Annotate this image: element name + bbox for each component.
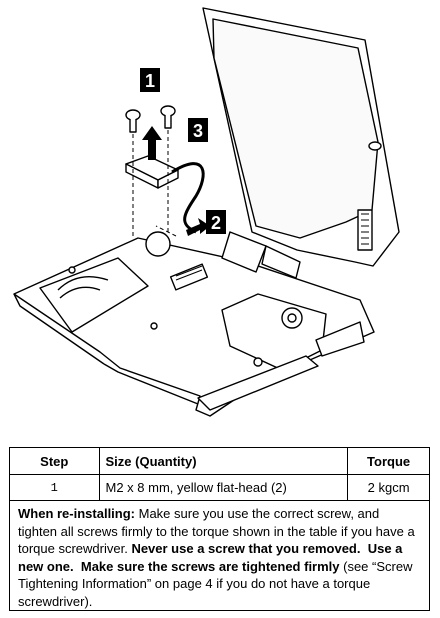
svg-text:2: 2: [211, 213, 221, 233]
modem-card: [125, 155, 179, 189]
note-text-4: (see “Screw Tightening Information” on p…: [18, 558, 413, 609]
svg-text:3: 3: [193, 121, 203, 141]
table-row: 1 M2 x 8 mm, yellow flat-head (2) 2 kgcm: [9, 474, 430, 501]
callout-3: 3: [188, 118, 208, 142]
lift-arrow: [142, 126, 162, 160]
note-warning-2: Use a new one.: [18, 541, 403, 574]
header-torque: Torque: [347, 447, 430, 475]
cell-size: M2 x 8 mm, yellow flat-head (2): [98, 474, 349, 501]
screws: [125, 105, 176, 133]
laptop-disassembly-illustration: 1 3 2: [13, 7, 400, 417]
reinstall-note: When re-installing: Make sure you use th…: [9, 499, 430, 611]
svg-text:1: 1: [145, 71, 155, 91]
table-header-row: Step Size (Quantity) Torque: [9, 447, 430, 475]
note-warning-1: Never use a screw that you removed.: [131, 541, 361, 556]
cell-torque: 2 kgcm: [347, 474, 430, 501]
note-warning-3: Make sure the screws are tightened firml…: [80, 558, 340, 574]
note-text-3: [74, 559, 81, 574]
header-step: Step: [9, 447, 100, 475]
cell-step: 1: [9, 474, 100, 501]
screw-spec-table: Step Size (Quantity) Torque 1 M2 x 8 mm,…: [9, 447, 430, 501]
header-size: Size (Quantity): [98, 447, 349, 475]
note-text-2: [360, 541, 367, 556]
connector-arrow: [186, 218, 210, 236]
note-text-1: Make sure you use the correct screw, and…: [18, 506, 415, 556]
note-lead: When re-installing:: [18, 506, 135, 521]
cable: [171, 162, 205, 234]
display-lid: [202, 7, 400, 267]
system-base: [13, 231, 375, 417]
callout-1: 1: [140, 68, 160, 92]
illustration-svg: 1 3 2: [13, 7, 400, 417]
callout-2: 2: [206, 210, 226, 234]
